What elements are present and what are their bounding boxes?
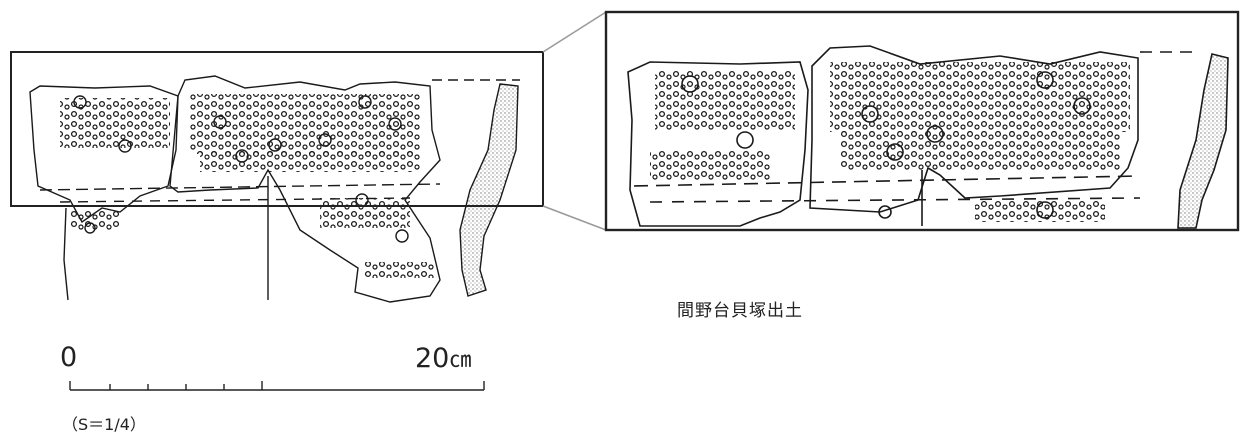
zoom-cross-section — [1177, 53, 1229, 229]
cross-section — [459, 83, 519, 297]
zoom-connector-bottom — [542, 205, 607, 231]
scale-start-label: 0 — [60, 342, 78, 373]
zoomed-detail-panel — [604, 10, 1240, 232]
scale-bar — [69, 381, 485, 391]
sherd-left — [29, 85, 179, 224]
zoom-sherd-left — [627, 61, 809, 227]
sherd-center — [169, 75, 441, 303]
body-outline-left — [63, 207, 69, 301]
excavation-site-caption: 間野台貝塚出土 — [677, 301, 803, 321]
scale-ratio-label: （S＝1/4） — [62, 415, 146, 434]
band-line — [39, 183, 441, 191]
scale-end-value: 20 — [415, 343, 450, 374]
sherd-drawing-full — [29, 75, 520, 303]
scale-end-label: 20㎝ — [415, 342, 471, 374]
scale-end-unit: ㎝ — [449, 348, 472, 373]
zoom-connector-top — [542, 11, 607, 53]
zoom-selection-frame — [10, 51, 544, 207]
